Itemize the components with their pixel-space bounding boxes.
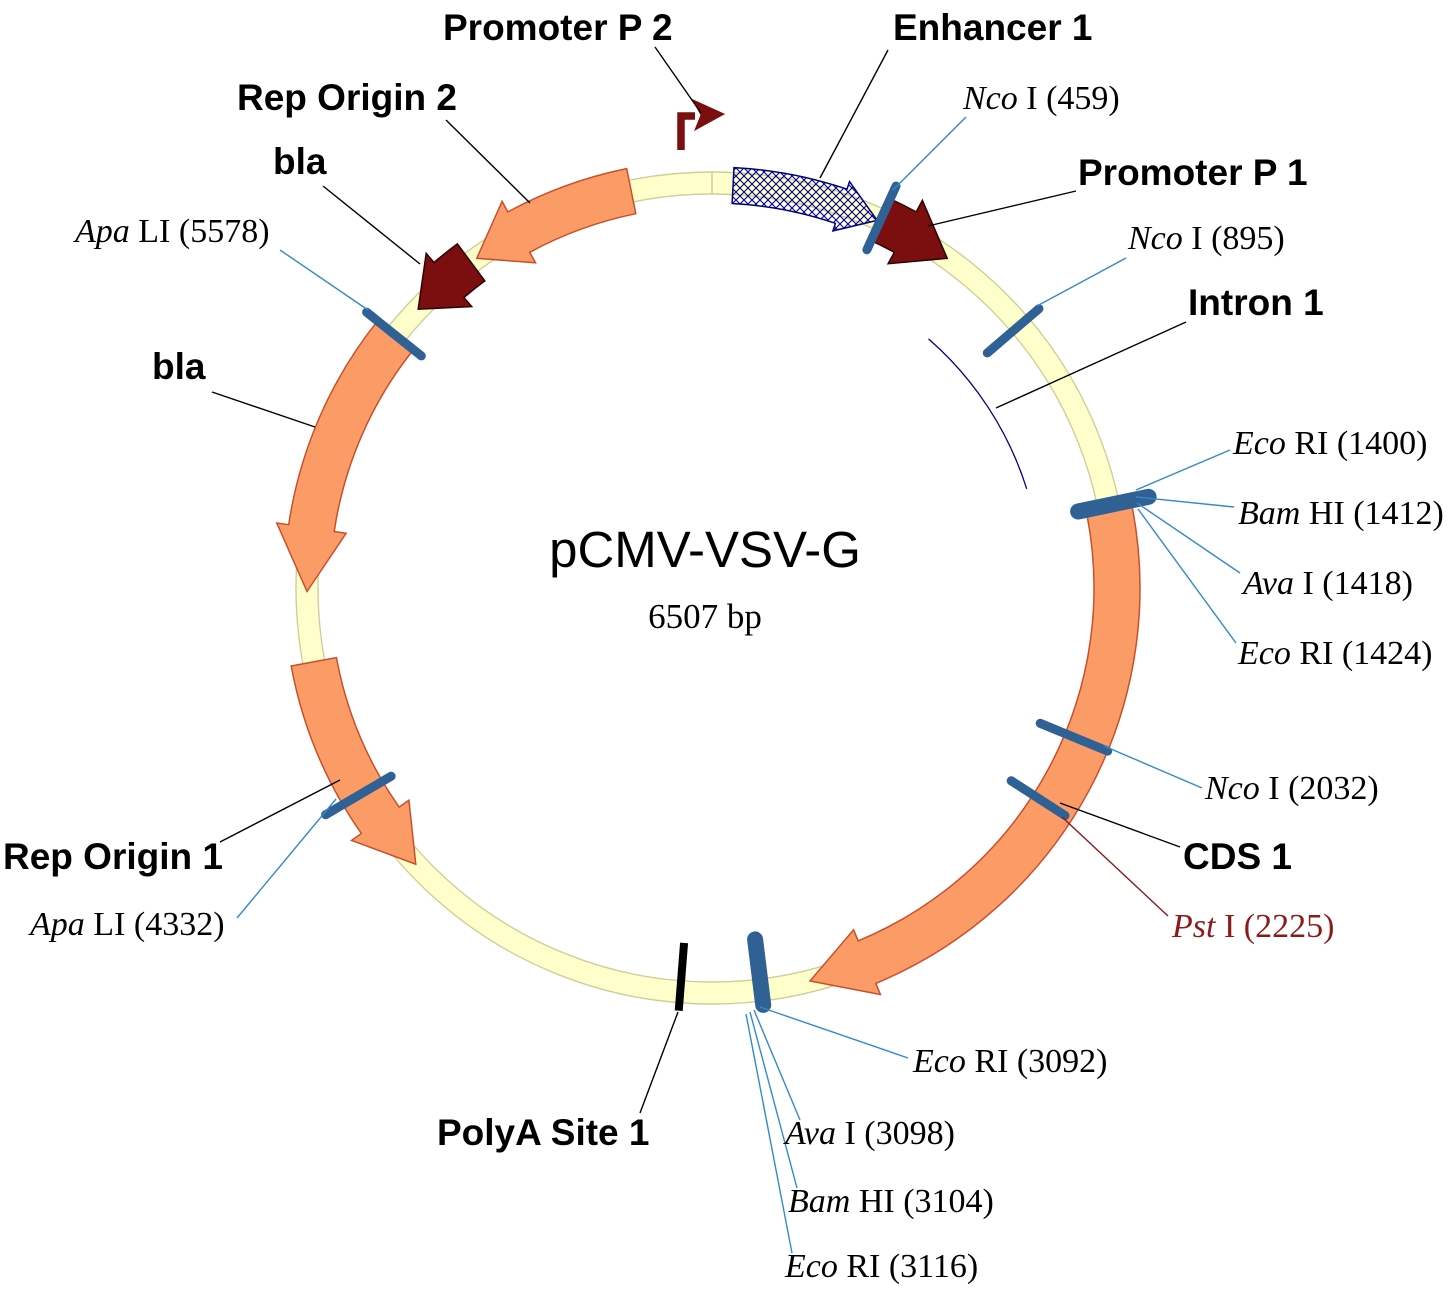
feature-label-bla-9: bla xyxy=(273,141,327,182)
enzyme-name: Apa xyxy=(30,906,85,943)
site-tick-cluster-3092 xyxy=(747,931,772,1013)
enzyme-name: Eco xyxy=(1233,425,1286,462)
feature-arrow-rep-origin-1 xyxy=(290,656,417,866)
enzyme-name: Nco xyxy=(1128,220,1183,257)
feature-label-promoter-p-2-0: Promoter P 2 xyxy=(443,7,673,48)
enzyme-name: Nco xyxy=(1205,770,1260,807)
enzyme-name: Ava xyxy=(785,1115,836,1152)
site-position: HI (3104) xyxy=(850,1183,994,1220)
site-tick-ncoi-895 xyxy=(982,304,1044,358)
site-label-eco-ri-1424: Eco RI (1424) xyxy=(1238,636,1433,671)
callout-ecori-3116-line xyxy=(745,1013,793,1254)
callout-psti-2225-line xyxy=(1061,816,1169,917)
feature-label-bla-7: bla xyxy=(152,346,206,387)
site-label-nco-i-895: Nco I (895) xyxy=(1128,221,1285,256)
enzyme-name: Eco xyxy=(913,1043,966,1080)
site-position: I (3098) xyxy=(835,1115,955,1152)
callout-bla-top-line xyxy=(322,185,421,265)
enzyme-name: Eco xyxy=(1238,635,1291,672)
feature-arrow-bla-signal xyxy=(417,242,486,310)
callout-rep-origin-2-line xyxy=(445,119,531,204)
enzyme-name: Bam xyxy=(1238,495,1301,532)
feature-arrow-bla-gene xyxy=(275,317,417,594)
callout-rep-origin-1-line xyxy=(219,779,341,843)
enzyme-name: Eco xyxy=(785,1248,838,1285)
feature-label-rep-origin-2-8: Rep Origin 2 xyxy=(237,77,457,118)
enzyme-name: Pst xyxy=(1172,908,1216,945)
site-position: RI (3092) xyxy=(965,1043,1108,1080)
site-label-nco-i-459: Nco I (459) xyxy=(963,81,1120,116)
feature-arrow-cds-1 xyxy=(808,505,1141,996)
enzyme-name: Apa xyxy=(75,213,130,250)
feature-label-intron-1-3: Intron 1 xyxy=(1188,282,1324,323)
site-position: I (895) xyxy=(1182,220,1285,257)
site-position: I (459) xyxy=(1017,80,1120,117)
site-position: I (2032) xyxy=(1259,770,1379,807)
site-label-apa-li-5578: Apa LI (5578) xyxy=(75,214,270,249)
site-tick-apali-5578 xyxy=(362,307,426,361)
callout-apali-5578-line xyxy=(279,249,369,311)
site-position: LI (4332) xyxy=(84,906,225,943)
feature-arrow-rep-origin-2 xyxy=(475,167,637,264)
site-label-ava-i-3098: Ava I (3098) xyxy=(785,1116,955,1151)
feature-arrow-enhancer-1 xyxy=(731,166,879,232)
site-label-eco-ri-3116: Eco RI (3116) xyxy=(785,1249,978,1284)
feature-label-enhancer-1-1: Enhancer 1 xyxy=(893,7,1093,48)
site-tick-cluster-1400 xyxy=(1070,488,1157,520)
callout-polya-site-1-line xyxy=(639,1011,679,1114)
feature-tick-polya-site-1 xyxy=(674,942,689,1012)
site-label-ava-i-1418: Ava I (1418) xyxy=(1243,566,1413,601)
site-label-nco-i-2032: Nco I (2032) xyxy=(1205,771,1379,806)
site-label-eco-ri-3092: Eco RI (3092) xyxy=(913,1044,1108,1079)
callout-ncoi-459-line xyxy=(892,116,967,191)
callout-avai-1418-line xyxy=(1136,502,1241,574)
feature-arc-intron-1 xyxy=(928,338,1028,489)
enzyme-name: Bam xyxy=(788,1183,851,1220)
feature-label-polya-site-1-5: PolyA Site 1 xyxy=(437,1112,650,1153)
site-label-bam-hi-1412: Bam HI (1412) xyxy=(1238,496,1444,531)
enzyme-name: Ava xyxy=(1243,565,1294,602)
callout-cds-1-line xyxy=(1059,802,1181,848)
site-label-eco-ri-1400: Eco RI (1400) xyxy=(1233,426,1428,461)
plasmid-title: pCMV-VSV-G xyxy=(549,521,861,578)
site-label-bam-hi-3104: Bam HI (3104) xyxy=(788,1184,994,1219)
site-position: RI (3116) xyxy=(837,1248,979,1285)
callout-apali-4332-line xyxy=(236,798,337,919)
feature-label-rep-origin-1-6: Rep Origin 1 xyxy=(3,836,223,877)
enzyme-name: Nco xyxy=(963,80,1018,117)
callout-promoter-p1-line xyxy=(927,190,1077,227)
feature-label-cds-1-4: CDS 1 xyxy=(1183,836,1292,877)
callout-ncoi-2032-line xyxy=(1103,745,1203,789)
site-position: RI (1400) xyxy=(1285,425,1428,462)
site-tick-apali-4332 xyxy=(321,771,396,820)
feature-label-promoter-p-1-2: Promoter P 1 xyxy=(1078,152,1308,193)
callout-ncoi-895-line xyxy=(1036,257,1127,307)
callout-ecori-3092-line xyxy=(759,1006,909,1059)
callout-enhancer-1-line xyxy=(819,49,889,179)
site-position: I (2225) xyxy=(1215,908,1335,945)
site-position: HI (1412) xyxy=(1300,495,1444,532)
callout-ecori-1400-line xyxy=(1135,449,1231,491)
site-tick-psti-2225 xyxy=(1006,776,1070,820)
transcription-start-icon xyxy=(677,112,695,150)
site-tick-ncoi-459 xyxy=(862,181,901,255)
callout-promoter-p2-line xyxy=(654,46,702,114)
callout-avai-3098-line xyxy=(753,1009,801,1121)
transcription-arrowhead-icon xyxy=(691,98,726,132)
callout-intron-1-line xyxy=(995,321,1187,409)
site-label-pst-i-2225: Pst I (2225) xyxy=(1172,909,1334,944)
site-label-apa-li-4332: Apa LI (4332) xyxy=(30,907,225,942)
site-tick-ncoi-2032 xyxy=(1035,718,1113,756)
callout-bamhi-1412-line xyxy=(1135,496,1235,508)
site-position: I (1418) xyxy=(1293,565,1413,602)
plasmid-size: 6507 bp xyxy=(648,597,762,636)
callout-ecori-1424-line xyxy=(1137,508,1237,644)
callout-bla-left-line xyxy=(211,391,316,428)
callout-bamhi-3104-line xyxy=(749,1011,798,1189)
site-position: RI (1424) xyxy=(1290,635,1433,672)
site-position: LI (5578) xyxy=(129,213,270,250)
